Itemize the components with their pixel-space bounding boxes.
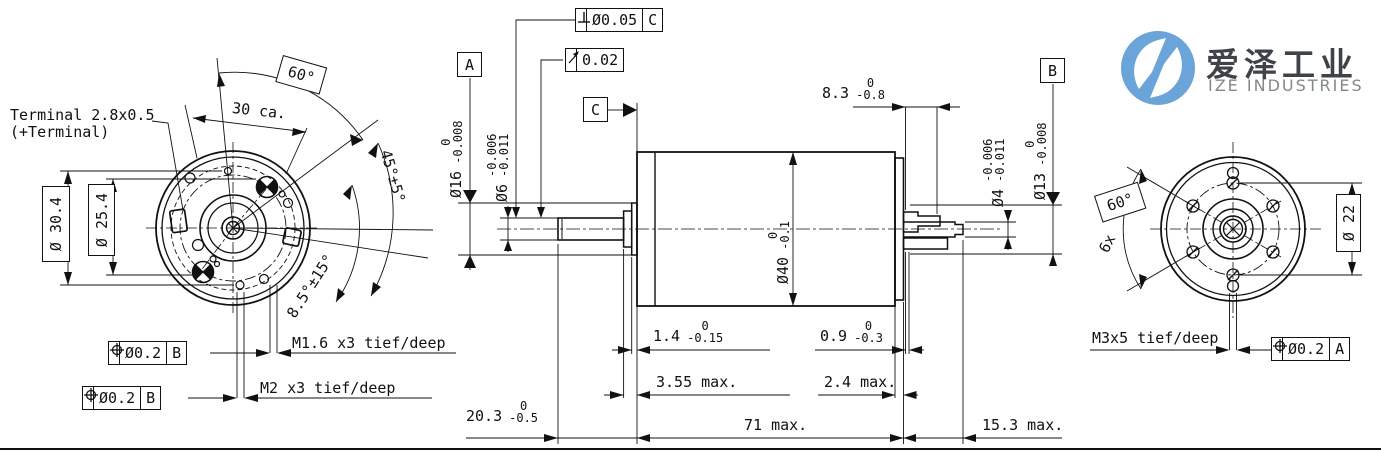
datum-label-c: C bbox=[583, 97, 608, 122]
terminal-note-line2: (+Terminal) bbox=[10, 123, 110, 141]
screw-head-icon bbox=[191, 260, 215, 284]
dim-dia6: Ø6 -0.006-0.011 bbox=[485, 133, 511, 202]
thread-note-m16: M1.6 x3 tief/deep bbox=[292, 334, 446, 352]
dim-15-3-max: 15.3 max. bbox=[982, 416, 1064, 434]
fcf-position-m2: Ø0.2 B bbox=[82, 386, 162, 410]
thread-note-m3: M3x5 tief/deep bbox=[1092, 329, 1219, 347]
runout-arrow-icon bbox=[566, 49, 579, 71]
dim-71-max: 71 max. bbox=[744, 416, 808, 434]
fcf-tolerance: 0.02 bbox=[582, 51, 619, 69]
fcf-datum: C bbox=[648, 11, 658, 29]
dim-dia4: Ø4 -0.006-0.011 bbox=[981, 138, 1007, 207]
position-symbol-icon bbox=[83, 387, 98, 409]
thread-note-m2: M2 x3 tief/deep bbox=[260, 379, 396, 397]
dia-30-4-box: Ø 30.4 bbox=[42, 186, 70, 262]
dim-dia13: Ø13 0-0.008 bbox=[1023, 122, 1049, 200]
logo-name-en: IZE INDUSTRIES bbox=[1208, 76, 1364, 95]
fcf-datum: A bbox=[1335, 340, 1345, 358]
fcf-tolerance: Ø0.2 bbox=[1283, 338, 1331, 360]
fcf-datum: B bbox=[146, 389, 156, 407]
left-end-view bbox=[60, 57, 456, 402]
dim-20-3: 20.3 0-0.5 bbox=[466, 399, 539, 425]
fcf-tolerance: Ø0.2 bbox=[120, 342, 168, 364]
dim-3-55-max: 3.55 max. bbox=[656, 373, 738, 391]
perpendicularity-symbol-icon bbox=[576, 9, 590, 31]
dim-dia40: Ø40 0-0.1 bbox=[766, 221, 792, 284]
fcf-tolerance: Ø0.2 bbox=[94, 387, 142, 409]
screw-head-icon bbox=[255, 175, 279, 199]
fcf-perpendicularity: Ø0.05 C bbox=[575, 8, 664, 32]
fcf-position-m3: Ø0.2 A bbox=[1271, 337, 1351, 361]
dim-dia16: Ø16 0-0.008 bbox=[439, 120, 465, 198]
position-symbol-icon bbox=[1272, 338, 1287, 360]
side-view bbox=[458, 19, 1062, 444]
logo-mark-icon bbox=[1121, 31, 1195, 105]
dim-1-4: 1.4 0-0.15 bbox=[653, 319, 724, 345]
datum-label-a: A bbox=[457, 52, 482, 77]
fcf-runout: 0.02 bbox=[565, 48, 625, 72]
dia-25-4-box: Ø 25.4 bbox=[88, 184, 115, 256]
terminal-note-line1: Terminal 2.8x0.5 bbox=[10, 106, 155, 124]
position-symbol-icon bbox=[109, 342, 124, 364]
dim-8-3: 8.3 0-0.8 bbox=[822, 76, 885, 102]
dia-22-box: Ø 22 bbox=[1336, 194, 1361, 252]
logo-name-cn: 爱泽工业 bbox=[1206, 45, 1358, 84]
fcf-tolerance: Ø0.05 bbox=[587, 9, 644, 31]
dim-2-4-max: 2.4 max. bbox=[824, 373, 897, 391]
fcf-position-m16: Ø0.2 B bbox=[108, 341, 188, 365]
right-end-view bbox=[1090, 142, 1362, 354]
fcf-datum: B bbox=[172, 344, 182, 362]
datum-label-b: B bbox=[1040, 58, 1065, 83]
dim-0-9: 0.9 0-0.3 bbox=[820, 319, 883, 345]
